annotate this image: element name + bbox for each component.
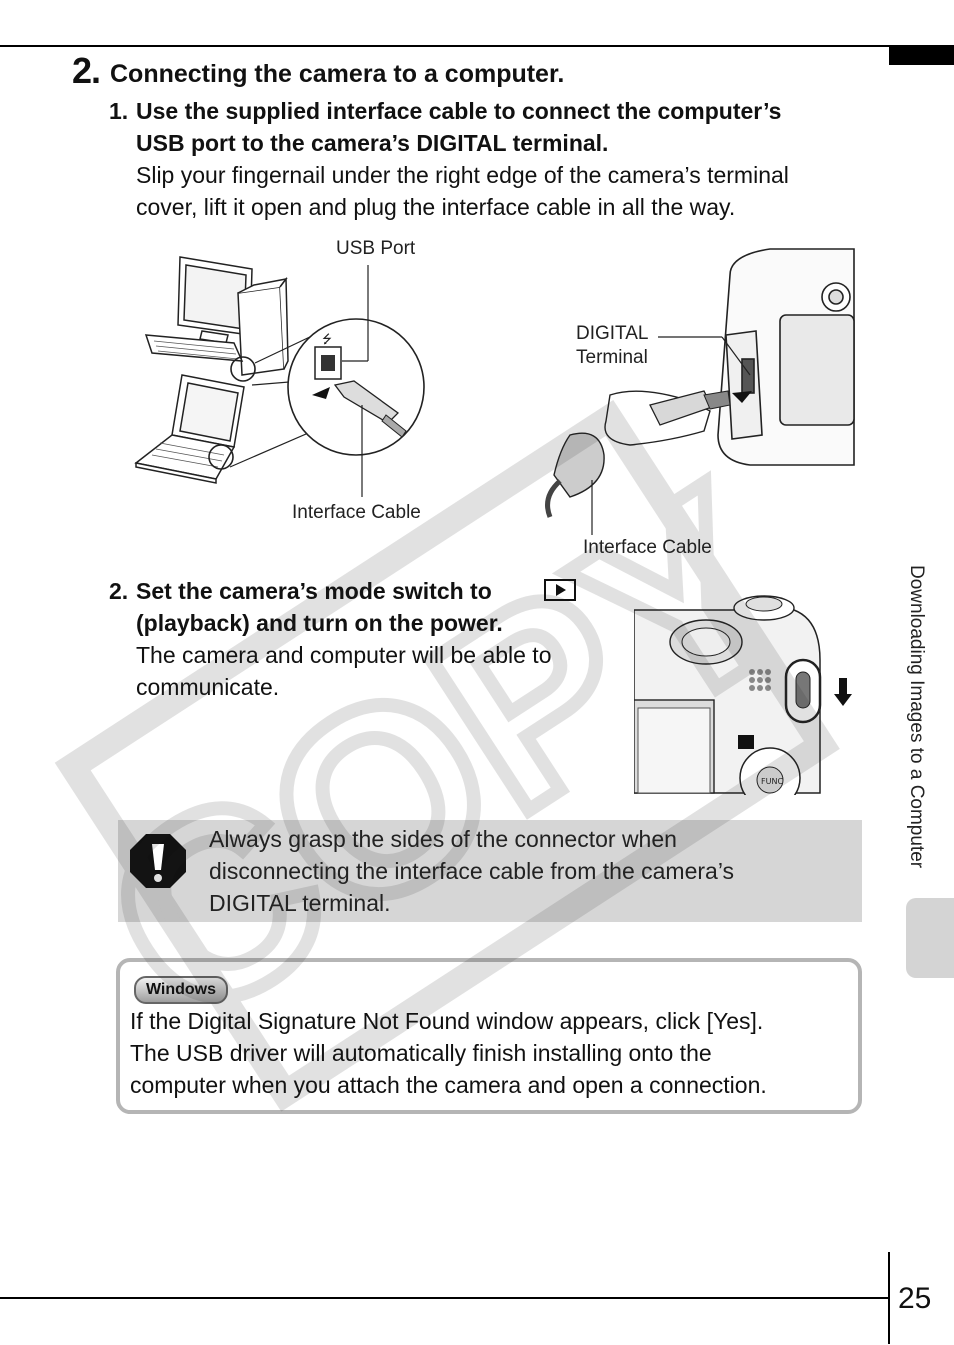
playback-icon bbox=[544, 579, 576, 601]
substep-2-heading-line2: (playback) and turn on the power. bbox=[136, 610, 503, 636]
caution-text: Always grasp the sides of the connector … bbox=[209, 823, 849, 919]
step-title: Connecting the camera to a computer. bbox=[110, 60, 565, 88]
caution-icon bbox=[130, 834, 186, 888]
substep-1-body-line1: Slip your fingernail under the right edg… bbox=[136, 162, 789, 188]
bottom-vertical-rule bbox=[888, 1252, 890, 1344]
svg-text:FUNC: FUNC bbox=[761, 777, 783, 786]
substep-2-number: 2. bbox=[109, 578, 129, 604]
digital-terminal-label-line2: Terminal bbox=[576, 347, 648, 368]
substep-1-number: 1. bbox=[109, 98, 129, 124]
windows-note-line1: If the Digital Signature Not Found windo… bbox=[130, 1008, 764, 1034]
windows-note-text: If the Digital Signature Not Found windo… bbox=[130, 1005, 850, 1101]
substep-1-heading-line1: Use the supplied interface cable to conn… bbox=[136, 98, 782, 124]
caution-line2: disconnecting the interface cable from t… bbox=[209, 858, 735, 884]
caution-box bbox=[118, 820, 862, 922]
top-tab-marker bbox=[889, 47, 954, 65]
interface-cable-label-left: Interface Cable bbox=[292, 502, 421, 523]
substep-2-heading-line1: Set the camera’s mode switch to bbox=[136, 578, 492, 604]
substep-1-heading-line2: USB port to the camera’s DIGITAL termina… bbox=[136, 130, 609, 156]
windows-note-line2: The USB driver will automatically finish… bbox=[130, 1040, 712, 1066]
substep-2-body-line1: The camera and computer will be able to bbox=[136, 642, 552, 668]
caution-line1: Always grasp the sides of the connector … bbox=[209, 826, 677, 852]
caution-line3: DIGITAL terminal. bbox=[209, 890, 391, 916]
connection-illustration: ⭍ bbox=[134, 248, 855, 535]
bottom-rule bbox=[0, 1297, 890, 1299]
section-tab bbox=[906, 898, 954, 978]
step-number: 2. bbox=[72, 50, 101, 91]
interface-cable-label-right: Interface Cable bbox=[583, 537, 712, 558]
section-sidebar-title: Downloading Images to a Computer bbox=[906, 565, 927, 869]
substep-2-body-line2: communicate. bbox=[136, 674, 280, 700]
camera-mode-switch-illustration: FUNC bbox=[634, 595, 852, 795]
substep-1-body-line2: cover, lift it open and plug the interfa… bbox=[136, 194, 736, 220]
windows-badge: Windows bbox=[134, 976, 228, 1004]
digital-terminal-label-line1: DIGITAL bbox=[576, 323, 649, 344]
svg-text:⭍: ⭍ bbox=[322, 332, 332, 346]
windows-note-box bbox=[116, 958, 862, 1114]
windows-note-line3: computer when you attach the camera and … bbox=[130, 1072, 767, 1098]
usb-port-label: USB Port bbox=[336, 238, 416, 259]
top-rule bbox=[0, 45, 954, 47]
page-number: 25 bbox=[898, 1282, 932, 1315]
